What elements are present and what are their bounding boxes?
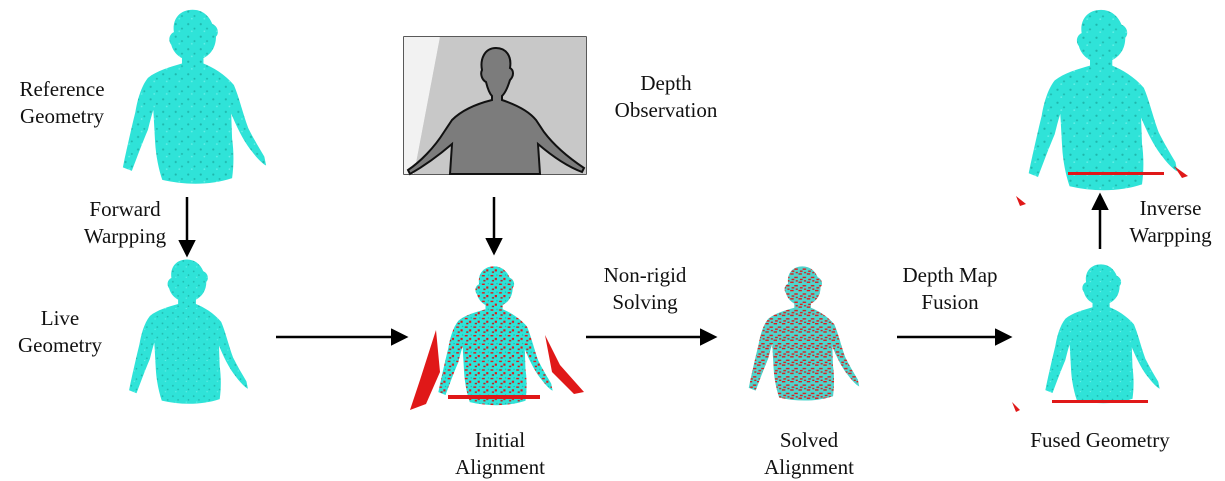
depth-map-image-icon (404, 37, 586, 174)
label-solved-alignment: Solved Alignment (754, 427, 864, 481)
label-line: Geometry (10, 332, 110, 359)
label-line: Non-rigid (590, 262, 700, 289)
label-line: Alignment (754, 454, 864, 481)
label-line: Alignment (445, 454, 555, 481)
label-line: Live (10, 305, 110, 332)
label-line: Solved (754, 427, 864, 454)
fused-geometry-icon (1012, 264, 1160, 412)
label-reference-geometry: Reference Geometry (7, 76, 117, 130)
label-line: Depth Map (890, 262, 1010, 289)
label-line: Reference (7, 76, 117, 103)
label-line: Solving (590, 289, 700, 316)
label-line: Inverse (1118, 195, 1223, 222)
initial-alignment-icon (410, 266, 584, 410)
label-nonrigid-solving: Non-rigid Solving (590, 262, 700, 316)
label-line: Forward (70, 196, 180, 223)
label-line: Warpping (70, 223, 180, 250)
label-depth-map-fusion: Depth Map Fusion (890, 262, 1010, 316)
label-initial-alignment: Initial Alignment (445, 427, 555, 481)
live-geometry-icon (129, 259, 248, 403)
label-live-geometry: Live Geometry (10, 305, 110, 359)
label-line: Geometry (7, 103, 117, 130)
label-line: Depth (606, 70, 726, 97)
label-forward-warping: Forward Warpping (70, 196, 180, 250)
label-line: Fusion (890, 289, 1010, 316)
reference-geometry-icon (123, 10, 266, 184)
label-line: Warpping (1118, 222, 1223, 249)
label-depth-observation: Depth Observation (606, 70, 726, 124)
output-geometry-icon (1016, 10, 1188, 206)
label-line: Fused Geometry (1020, 427, 1180, 454)
label-line: Observation (606, 97, 726, 124)
label-fused-geometry: Fused Geometry (1020, 427, 1180, 454)
solved-alignment-icon (749, 266, 859, 400)
label-line: Initial (445, 427, 555, 454)
label-inverse-warping: Inverse Warpping (1118, 195, 1223, 249)
